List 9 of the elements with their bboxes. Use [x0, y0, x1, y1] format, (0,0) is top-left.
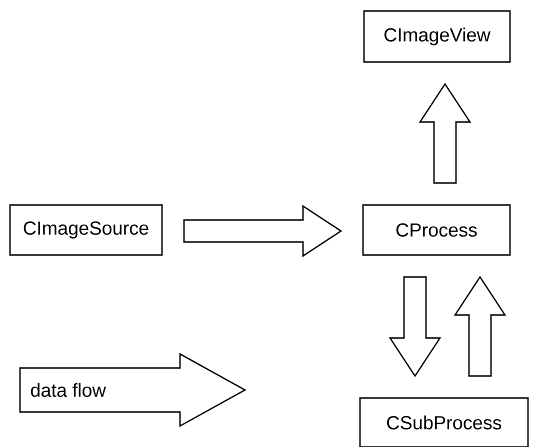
class-box: CImageView — [363, 10, 511, 63]
class-box: CImageSource — [9, 204, 163, 256]
block-arrow — [454, 276, 506, 377]
class-box: CProcess — [362, 204, 511, 256]
legend-label: data flow — [31, 383, 106, 397]
class-box: CSubProcess — [359, 397, 529, 447]
block-arrow — [388, 276, 442, 378]
block-arrow — [183, 204, 342, 258]
block-arrow — [418, 82, 472, 184]
